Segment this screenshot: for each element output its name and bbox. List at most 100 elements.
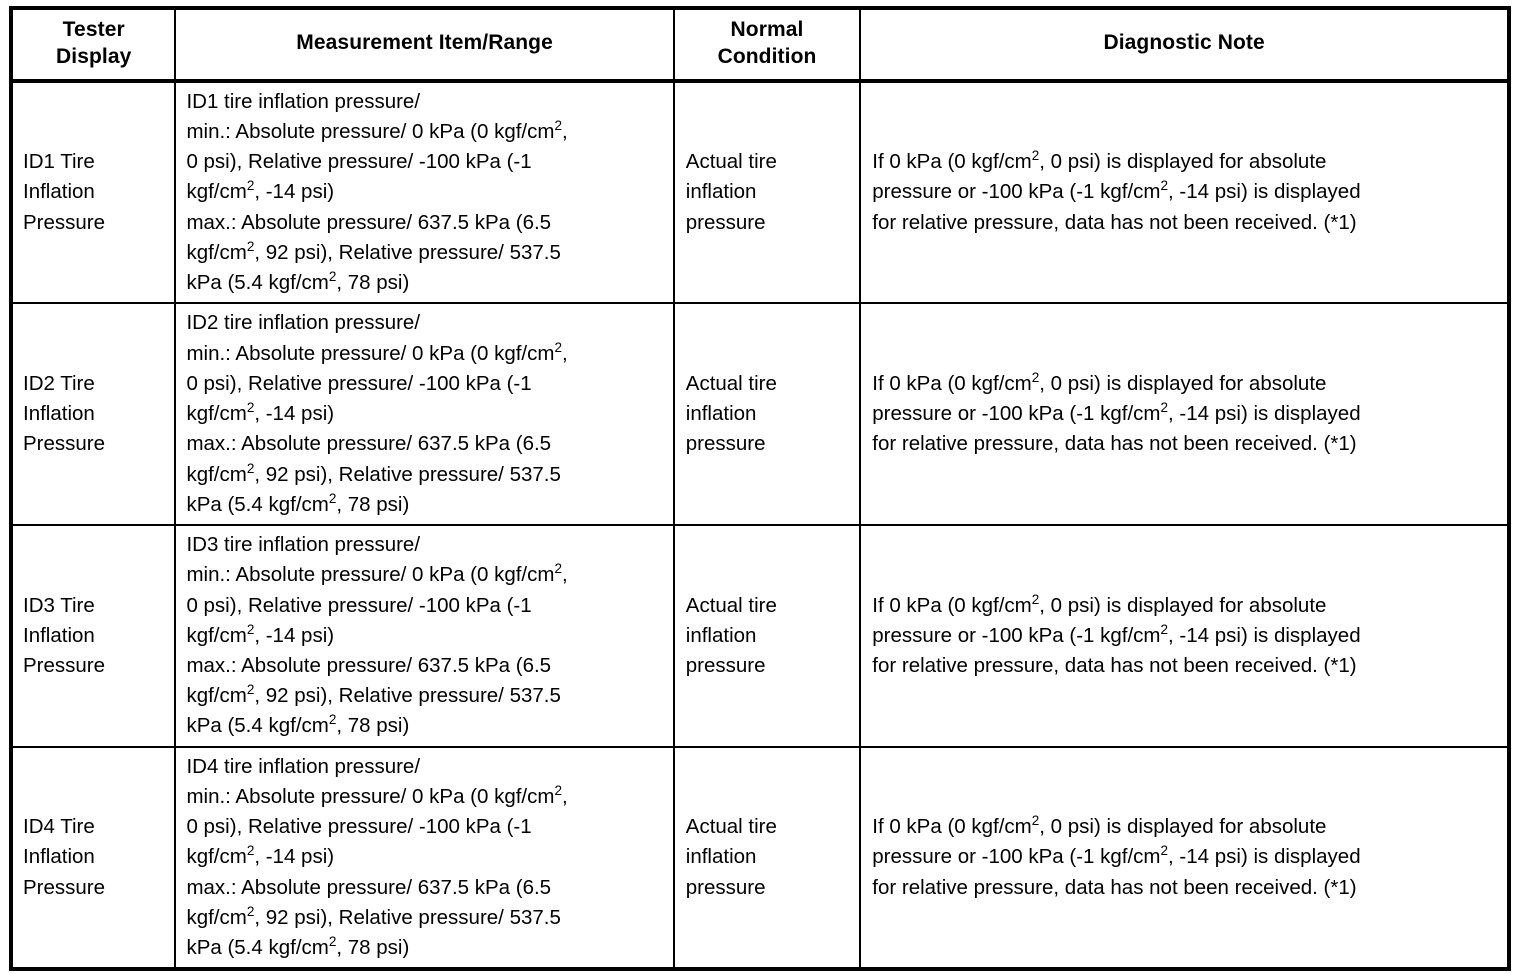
measurement-line-1: ID1 tire inflation pressure/ [186, 89, 421, 113]
diagnostic-note-line-2: pressure or -100 kPa (-1 kgf/cm2, -14 ps… [872, 399, 1499, 429]
text-part: kgf/cm [186, 845, 247, 869]
tester-display-line-3: Pressure [23, 210, 106, 234]
header-line-1: Tester [62, 18, 125, 41]
text-part: kgf/cm [186, 623, 247, 647]
text-part: , -14 psi) [254, 180, 335, 204]
superscript-2: 2 [1160, 178, 1169, 194]
superscript-2: 2 [246, 621, 255, 637]
superscript-2: 2 [554, 561, 562, 577]
cell-measurement-item-range: ID3 tire inflation pressure/ min.: Absol… [175, 525, 675, 748]
column-header-normal-condition: Normal Condition [673, 8, 862, 83]
normal-condition-line-3: pressure [685, 432, 766, 456]
text-part: , [562, 563, 568, 587]
cell-diagnostic-note: If 0 kPa (0 kgf/cm 2 , 0 psi) is displayed… [860, 525, 1509, 748]
cell-tester-display: ID2 Tire Inflation Pressure [11, 303, 177, 527]
superscript-2: 2 [1031, 813, 1040, 829]
header-line-2: Display [56, 44, 132, 68]
measurement-line-2: min.: Absolute pressure/ 0 kPa (0 kgf/cm… [186, 117, 664, 147]
text-part: kgf/cm [186, 180, 247, 204]
measurement-line-6: kgf/cm2, 92 psi), Relative pressure/ 537… [186, 460, 664, 490]
text-part: , 92 psi), Relative pressure/ 537.5 [254, 684, 561, 708]
diagnostic-note-line-1: If 0 kPa (0 kgf/cm2, 0 psi) is displayed… [872, 591, 1499, 621]
measurement-line-5: max.: Absolute pressure/ 637.5 kPa (6.5 [186, 875, 552, 899]
text-part: , 92 psi), Relative pressure/ 537.5 [254, 462, 561, 486]
table-row: ID3 Tire Inflation Pressure ID3 tire inf… [11, 525, 1509, 748]
text-part: , 0 psi) is displayed for absolute [1039, 593, 1327, 617]
superscript-2: 2 [328, 490, 337, 506]
tester-display-line-3: Pressure [23, 432, 106, 456]
column-header-diagnostic-note: Diagnostic Note [860, 8, 1509, 83]
tester-display-line-2: Inflation [23, 845, 95, 869]
measurement-line-4: kgf/cm2, -14 psi) [186, 177, 664, 207]
diagnostic-note-line-2: pressure or -100 kPa (-1 kgf/cm2, -14 ps… [872, 621, 1499, 651]
tester-display-line-1: ID3 Tire [23, 593, 95, 617]
superscript-2: 2 [1160, 621, 1169, 637]
text-part: min.: Absolute pressure/ 0 kPa (0 kgf/cm [186, 563, 555, 587]
superscript-2: 2 [554, 783, 562, 799]
cell-normal-condition: Actual tire inflation pressure [673, 525, 862, 748]
measurement-line-3: 0 psi), Relative pressure/ -100 kPa (-1 [186, 150, 532, 174]
text-part: , -14 psi) is displayed [1168, 180, 1361, 204]
measurement-line-4: kgf/cm2, -14 psi) [186, 399, 664, 429]
diagnostic-note-line-3: for relative pressure, data has not been… [872, 210, 1357, 234]
cell-diagnostic-note: If 0 kPa (0 kgf/cm2, 0 psi) is displayed… [860, 303, 1509, 527]
normal-condition-line-3: pressure [685, 875, 766, 899]
cell-diagnostic-note: If 0 kPa (0 kgf/cm2, 0 psi) is displayed… [860, 747, 1509, 970]
superscript-2: 2 [328, 712, 337, 728]
text-part: , -14 psi) [254, 402, 335, 426]
text-part: , [562, 341, 568, 365]
superscript-2: 2 [246, 682, 255, 698]
header-row: Tester Display Measurement Item/Range No… [11, 8, 1509, 83]
text-part: , -14 psi) is displayed [1168, 402, 1361, 426]
text-part: If 0 kPa (0 kgf/cm [872, 815, 1032, 839]
text-part: kgf/cm [186, 905, 247, 929]
superscript-2: 2 [554, 118, 562, 134]
diagnostic-note-line-3: for relative pressure, data has not been… [872, 875, 1357, 899]
table-body: ID1 Tire Inflation Pressure ID1 tire inf… [11, 80, 1509, 970]
text-part: , 78 psi) [336, 714, 410, 738]
text-part: , 0 psi) is displayed for absolute [1039, 815, 1327, 839]
cell-measurement-item-range: ID1 tire inflation pressure/ min.: Absol… [175, 80, 675, 305]
text-part: , 92 psi), Relative pressure/ 537.5 [254, 240, 561, 264]
table-header: Tester Display Measurement Item/Range No… [11, 8, 1509, 83]
table-row: ID2 Tire Inflation Pressure ID2 tire inf… [11, 303, 1509, 527]
measurement-line-3: 0 psi), Relative pressure/ -100 kPa (-1 [186, 593, 532, 617]
header-line-1: Normal [730, 18, 804, 41]
text-part: min.: Absolute pressure/ 0 kPa (0 kgf/cm [186, 784, 555, 808]
measurement-line-1: ID3 tire inflation pressure/ [186, 533, 421, 557]
superscript-2: 2 [1031, 148, 1040, 164]
measurement-line-6: kgf/cm2, 92 psi), Relative pressure/ 537… [186, 681, 664, 711]
column-header-measurement-item-range: Measurement Item/Range [175, 8, 675, 83]
cell-diagnostic-note: If 0 kPa (0 kgf/cm2, 0 psi) is displayed… [860, 80, 1509, 305]
text-part: pressure or -100 kPa (-1 kgf/cm [872, 180, 1161, 204]
measurement-line-1: ID2 tire inflation pressure/ [186, 311, 421, 335]
tester-display-line-2: Inflation [23, 402, 95, 426]
superscript-2: 2 [1031, 370, 1040, 386]
superscript-2: 2 [246, 904, 255, 920]
header-line-1: Measurement Item/Range [296, 31, 553, 55]
tester-display-line-3: Pressure [23, 653, 106, 677]
diagnostic-note-line-3: for relative pressure, data has not been… [872, 432, 1357, 456]
superscript-2: 2 [1160, 843, 1169, 859]
measurement-line-7: kPa (5.4 kgf/cm2, 78 psi) [186, 490, 664, 520]
diagnostic-note-line-3: for relative pressure, data has not been… [872, 653, 1357, 677]
measurement-line-7: kPa (5.4 kgf/cm2, 78 psi) [186, 711, 664, 741]
cell-measurement-item-range: ID2 tire inflation pressure/ min.: Absol… [175, 303, 675, 527]
text-part: If 0 kPa (0 kgf/cm [872, 593, 1032, 617]
measurement-line-5: max.: Absolute pressure/ 637.5 kPa (6.5 [186, 653, 552, 677]
normal-condition-line-3: pressure [685, 653, 766, 677]
text-part: pressure or -100 kPa (-1 kgf/cm [872, 402, 1161, 426]
text-part: kgf/cm [186, 240, 247, 264]
tpms-measurement-spec-table: Tester Display Measurement Item/Range No… [9, 6, 1511, 972]
cell-tester-display: ID4 Tire Inflation Pressure [11, 746, 177, 970]
text-part: , 0 psi) is displayed for absolute [1039, 150, 1327, 174]
tester-display-line-3: Pressure [23, 875, 106, 899]
superscript-2: 2 [1160, 400, 1169, 416]
text-part: kgf/cm [186, 684, 247, 708]
superscript-2: 2 [246, 460, 255, 476]
measurement-line-5: max.: Absolute pressure/ 637.5 kPa (6.5 [186, 210, 552, 234]
superscript-2: 2 [246, 400, 255, 416]
measurement-line-7: kPa (5.4 kgf/cm2, 78 psi) [186, 933, 664, 963]
normal-condition-line-3: pressure [685, 210, 766, 234]
measurement-line-4: kgf/cm2, -14 psi) [186, 842, 664, 872]
